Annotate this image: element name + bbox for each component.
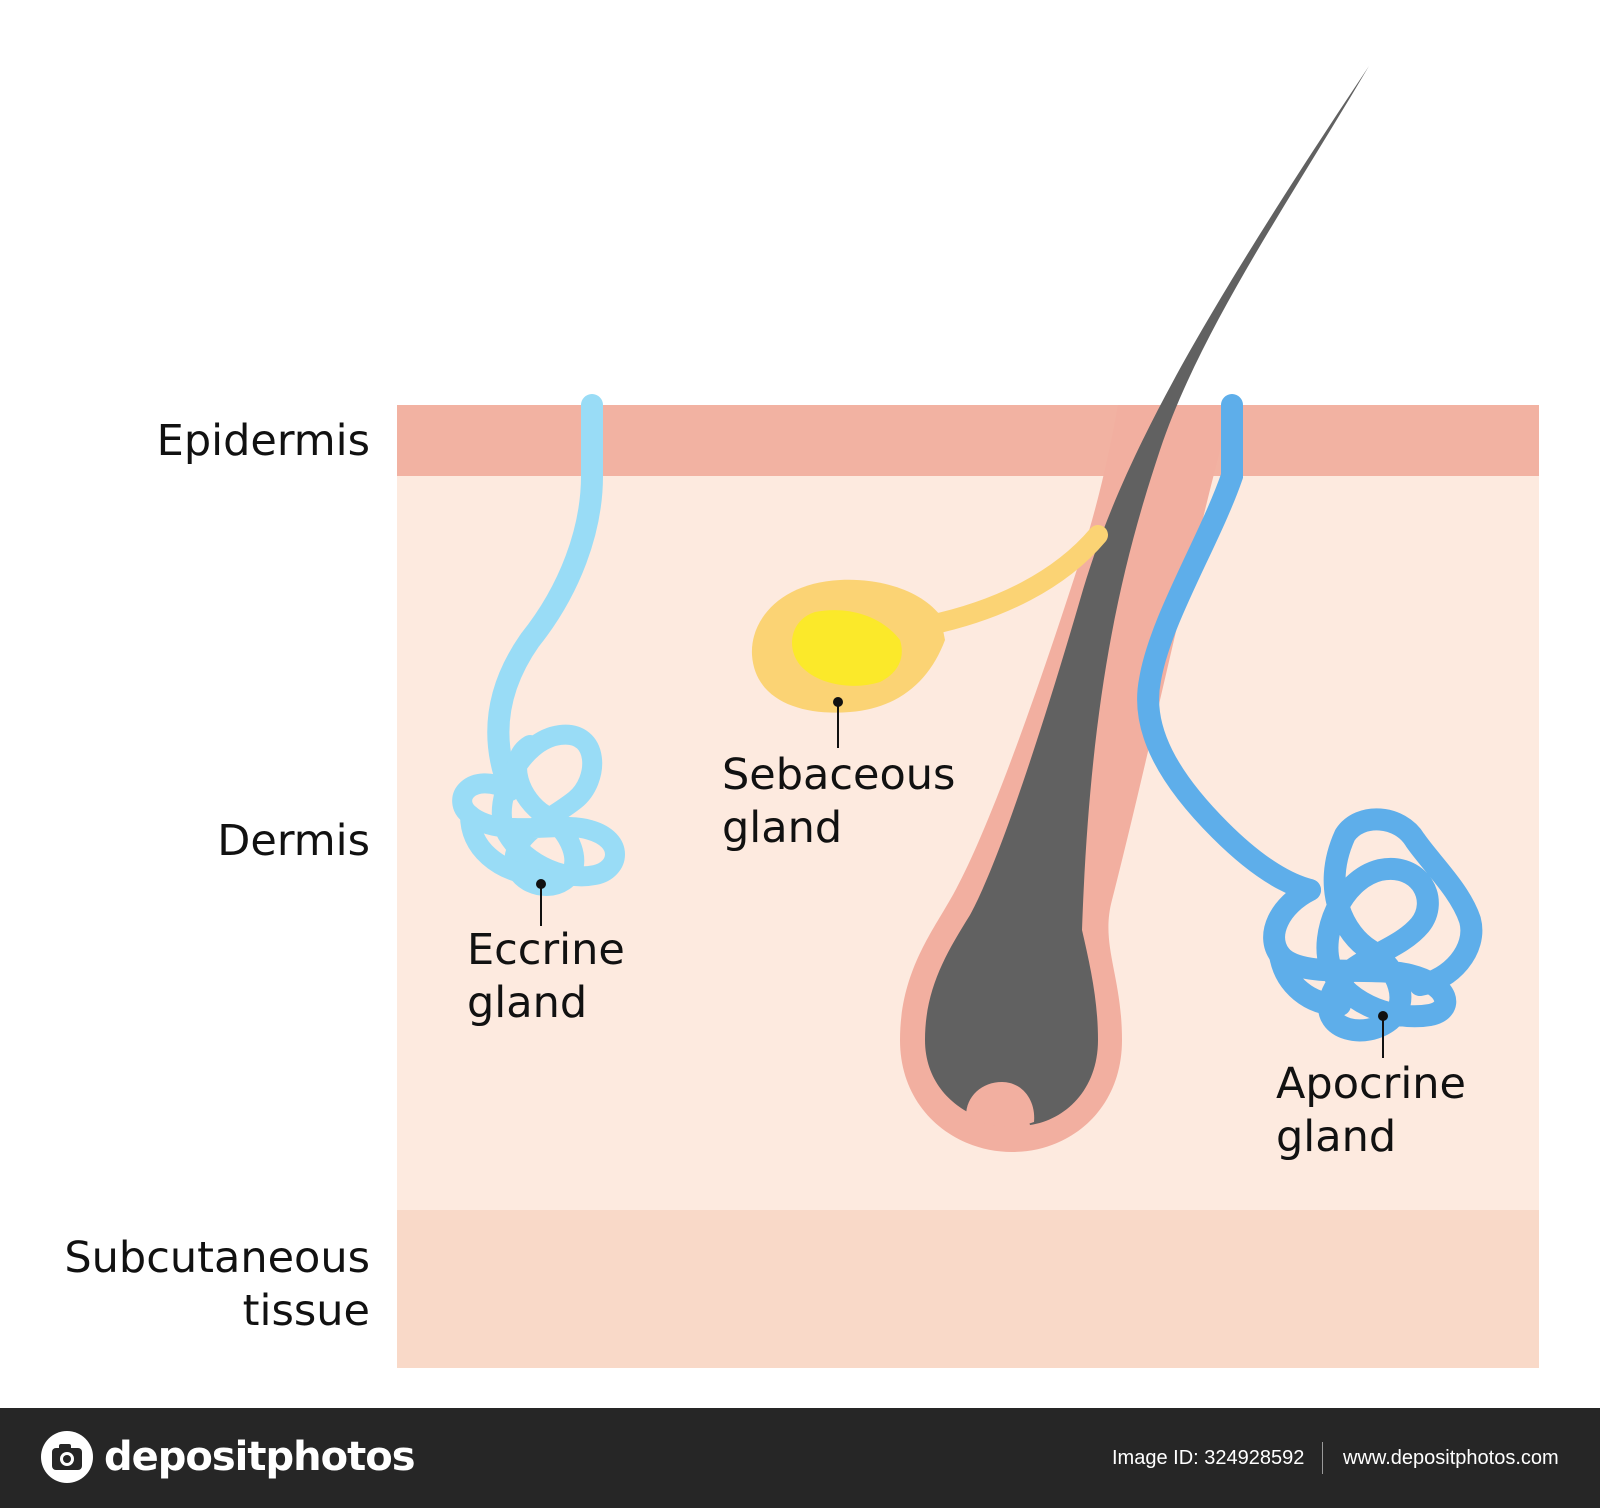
apocrine-label-line2: gland	[1276, 1112, 1397, 1162]
website-url: www.depositphotos.com	[1343, 1447, 1559, 1469]
apocrine-coil	[1263, 808, 1483, 1042]
sebaceous-gland-label: Sebaceous gland	[722, 749, 955, 855]
sebaceous-dot	[833, 697, 843, 707]
sebaceous-label-line2: gland	[722, 803, 843, 853]
footer-bar: depositphotos Image ID: 324928592 www.de…	[0, 1408, 1600, 1508]
apocrine-duct	[1137, 394, 1321, 901]
skin-cross-section-diagram	[397, 66, 1539, 1368]
apocrine-dot	[1378, 1011, 1388, 1021]
eccrine-label-line1: Eccrine	[467, 925, 625, 975]
subcutaneous-label-line1: Subcutaneous	[64, 1233, 370, 1283]
brand-logo-text: depositphotos	[104, 1434, 416, 1480]
eccrine-gland-label: Eccrine gland	[467, 924, 625, 1030]
eccrine-coil	[452, 724, 625, 896]
epidermis-label: Epidermis	[156, 416, 370, 466]
eccrine-label-line2: gland	[467, 978, 588, 1028]
apocrine-gland-label: Apocrine gland	[1276, 1058, 1466, 1164]
dermal-papilla	[966, 1082, 1035, 1127]
leader-dots	[536, 697, 1388, 1021]
hair-shaft	[925, 66, 1369, 1125]
subcutaneous-label-line2: tissue	[242, 1286, 370, 1336]
eccrine-duct	[487, 394, 603, 801]
sebaceous-duct	[920, 525, 1108, 635]
eccrine-dot	[536, 879, 546, 889]
leader-lines	[540, 704, 1384, 1058]
subcutaneous-label: Subcutaneous tissue	[64, 1232, 370, 1338]
image-id: Image ID: 324928592	[1112, 1447, 1305, 1469]
sebaceous-gland-core	[792, 610, 902, 686]
sebaceous-label-line1: Sebaceous	[722, 750, 956, 800]
camera-logo-icon	[41, 1431, 93, 1483]
footer-separator	[1322, 1442, 1323, 1474]
dermis-label: Dermis	[217, 816, 370, 866]
apocrine-label-line1: Apocrine	[1276, 1059, 1466, 1109]
subcutaneous-layer	[397, 1210, 1539, 1368]
epidermis-layer	[397, 405, 1539, 476]
